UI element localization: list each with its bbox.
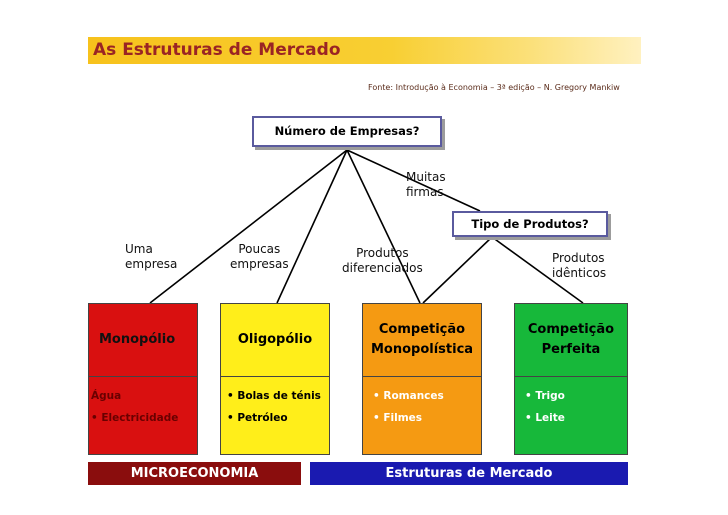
line-to-oligopolio <box>276 149 348 304</box>
market-monopolio: Monopólio Água • Electricidade <box>88 303 198 455</box>
question-product-type: Tipo de Produtos? <box>452 211 608 237</box>
source-citation: Fonte: Introdução à Economia – 3ª edição… <box>368 83 620 92</box>
example-item: • Filmes <box>373 412 423 424</box>
question-number-of-firms: Número de Empresas? <box>252 116 442 147</box>
market-competicao-perfeita: Competição Perfeita • Trigo • Leite <box>514 303 628 455</box>
market-name: Oligopólio <box>237 332 313 347</box>
example-item: • Leite <box>525 412 565 424</box>
market-examples: • Romances • Filmes <box>363 376 481 429</box>
market-name: Competição Monopolística <box>370 322 474 357</box>
line-to-competicao-monopolistica-2 <box>422 236 493 304</box>
label-poucas-empresas: Poucas empresas <box>230 242 289 271</box>
footer-estruturas-de-mercado: Estruturas de Mercado <box>310 462 628 485</box>
label-produtos-identicos: Produtos idênticos <box>552 251 607 280</box>
page-title: As Estruturas de Mercado <box>93 40 341 60</box>
title-band <box>88 37 641 64</box>
example-item: • Romances <box>373 390 444 402</box>
example-item: Água <box>91 390 122 402</box>
market-oligopolio: Oligopólio • Bolas de ténis • Petróleo <box>220 303 330 455</box>
market-examples: • Trigo • Leite <box>515 376 627 429</box>
market-competicao-monopolistica: Competição Monopolística • Romances • Fi… <box>362 303 482 455</box>
example-item: • Bolas de ténis <box>227 390 321 402</box>
footer-microeconomia: MICROECONOMIA <box>88 462 301 485</box>
example-item: • Electricidade <box>91 412 179 424</box>
label-muitas-firmas: Muitas firmas <box>406 170 446 199</box>
label-uma-empresa: Uma empresa <box>125 242 178 271</box>
line-to-competicao-perfeita <box>491 236 584 304</box>
line-to-competicao-monopolistica <box>346 149 421 304</box>
example-item: • Trigo <box>525 390 565 402</box>
example-item: • Petróleo <box>227 412 288 424</box>
line-to-produtos <box>346 149 481 212</box>
market-examples: • Bolas de ténis • Petróleo <box>221 376 329 429</box>
market-name: Monopólio <box>99 332 176 347</box>
market-name: Competição Perfeita <box>527 322 615 357</box>
label-produtos-diferenciados: Produtos diferenciados <box>342 246 423 275</box>
line-to-monopolio <box>149 149 348 304</box>
market-examples: Água • Electricidade <box>89 376 197 429</box>
